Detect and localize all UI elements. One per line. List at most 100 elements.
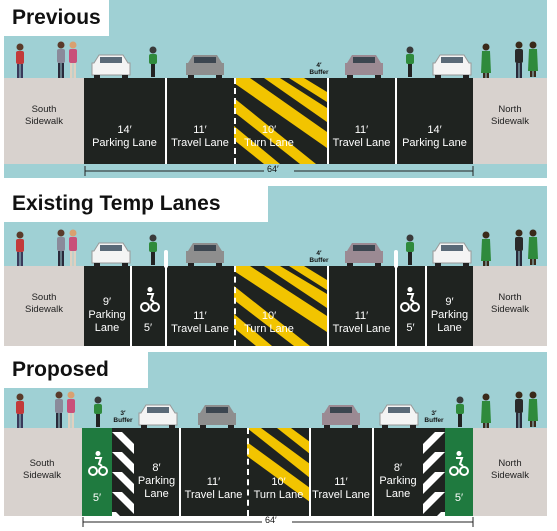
panel-title: Existing Temp Lanes [4,186,268,222]
lane-line [247,428,249,516]
south-sidewalk-label: South Sidewalk [22,458,62,481]
lane-label: 5′ [454,492,464,504]
lane-label: 14′Parking Lane [92,124,157,149]
lane-label: 10′Turn Lane [253,476,304,501]
car-icon [432,54,472,79]
lane-label: 9′Parking Lane [88,296,126,334]
car-icon [91,242,131,267]
lane-line [234,78,236,164]
previous-panel: Previous South Sidewalk North Sidewalk 4… [4,0,547,178]
bicycle-symbol-icon [400,287,420,312]
lane-line [309,428,311,516]
lane-label: 11′Travel Lane [312,476,370,501]
delineator-post [394,250,398,268]
lane-line [130,266,132,346]
proposed-panel: Proposed South Sidewalk North Sidewalk 3… [4,352,547,531]
buffer-label: 3′ Buffer [113,410,133,424]
pedestrian-icon [16,43,24,78]
cyclist-icon [149,46,157,77]
pedestrian-icon [515,229,538,266]
lane-label: 5′ [406,322,415,334]
cyclist-icon [456,396,464,427]
pedestrian-icon [481,231,491,266]
car-icon [345,243,383,267]
car-icon [345,55,383,79]
south-sidewalk-label: South Sidewalk [24,292,64,315]
pedestrian-icon [16,231,24,266]
delineator-post [164,250,168,268]
turn-lane-hatch [247,428,310,502]
buffer-label: 4′ Buffer [309,62,329,76]
pedestrian-icon [481,393,491,428]
lane-label: 11′Travel Lane [332,310,391,335]
north-sidewalk [473,78,547,164]
north-sidewalk [473,428,547,516]
lane-label: 10′Turn Lane [244,124,294,149]
turn-lane-hatch [234,78,327,164]
panel-title: Previous [4,0,109,36]
south-sidewalk [4,266,84,346]
south-sidewalk [4,78,84,164]
lane-line [327,266,329,346]
lane-line [179,428,181,516]
bicycle-symbol-icon [140,287,160,312]
south-sidewalk-label: South Sidewalk [24,104,64,127]
lane-label: 8′Parking Lane [379,462,417,500]
roadway [84,78,473,164]
lane-line [234,266,236,346]
pedestrian-icon [515,41,538,78]
lane-line [372,428,374,516]
pedestrian-icon [57,41,77,78]
pedestrian-icon [16,393,24,428]
bicycle-symbol-icon [88,451,108,476]
buffer-hatch [112,428,134,516]
cyclist-icon [406,46,414,77]
car-icon [138,404,178,429]
pedestrian-icon [55,391,75,428]
cyclist-icon [406,234,414,265]
south-sidewalk [4,428,82,516]
total-width-label: 64′ [267,164,279,174]
lane-line [425,266,427,346]
car-icon [186,55,224,79]
north-sidewalk [473,266,547,346]
lane-label: 9′Parking Lane [430,296,469,334]
existing-panel: Existing Temp Lanes South Sidewalk North… [4,186,547,346]
dimension-line [82,517,474,527]
car-icon [186,243,224,267]
cyclist-icon [149,234,157,265]
bicycle-symbol-icon [449,451,469,476]
lane-line [395,78,397,164]
total-width-label: 64′ [265,515,277,525]
lane-label: 8′Parking Lane [137,462,176,500]
lane-line [327,78,329,164]
north-sidewalk-label: North Sidewalk [490,458,530,481]
lane-line [165,78,167,164]
lane-label: 14′Parking Lane [402,124,467,149]
north-sidewalk-label: North Sidewalk [490,292,530,315]
buffer-hatch [423,428,445,516]
lane-label: 10′Turn Lane [244,310,294,335]
cyclist-icon [94,396,102,427]
car-icon [432,242,472,267]
buffer-label: 4′ Buffer [309,250,329,264]
lane-line [165,266,167,346]
lane-line [395,266,397,346]
panel-title: Proposed [4,352,148,388]
car-icon [198,405,236,429]
car-icon [91,54,131,79]
turn-lane-hatch [234,266,327,346]
dimension-line [84,166,474,176]
lane-label: 11′Travel Lane [171,124,229,149]
lane-label: 11′Travel Lane [184,476,243,501]
pedestrian-icon [481,43,491,78]
lane-label: 5′ [143,322,153,334]
buffer-label: 3′ Buffer [424,410,444,424]
car-icon [379,404,419,429]
car-icon [322,405,360,429]
lane-label: 5′ [92,492,102,504]
north-sidewalk-label: North Sidewalk [490,104,530,127]
lane-label: 11′Travel Lane [332,124,391,149]
lane-label: 11′Travel Lane [171,310,229,335]
pedestrian-icon [57,229,77,266]
